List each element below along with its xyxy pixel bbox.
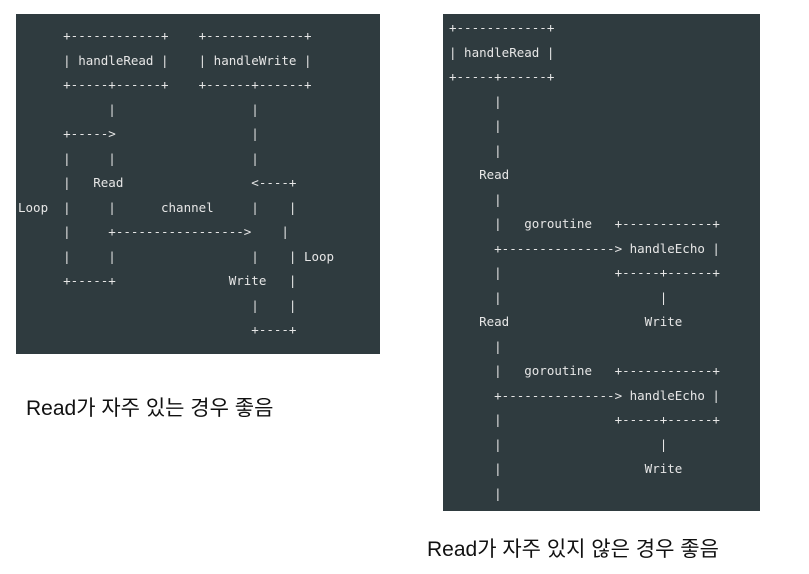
right-ascii-diagram: +------------+ | handleRead | +-----+---… xyxy=(449,20,720,501)
left-ascii-diagram: +------------+ +-------------+ | handleR… xyxy=(18,28,335,337)
left-diagram-panel: +------------+ +-------------+ | handleR… xyxy=(16,14,380,354)
right-diagram-caption: Read가 자주 있지 않은 경우 좋음 xyxy=(427,538,719,561)
left-diagram-caption: Read가 자주 있는 경우 좋음 xyxy=(26,397,274,420)
right-diagram-panel: +------------+ | handleRead | +-----+---… xyxy=(443,14,760,511)
